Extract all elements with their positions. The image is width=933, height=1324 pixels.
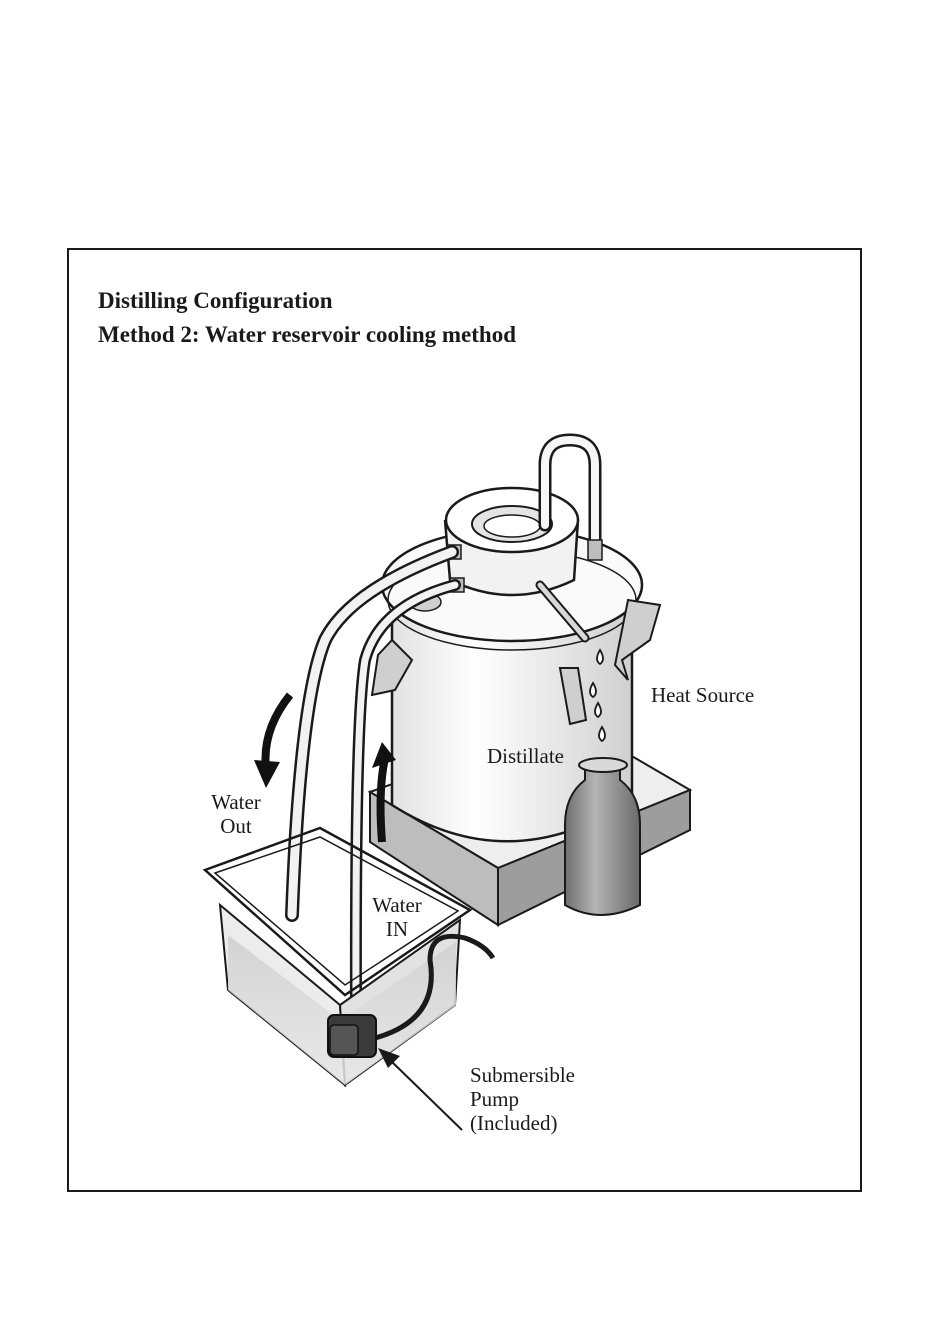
water-out-arrow (254, 695, 290, 788)
heat-source-label: Heat Source (651, 683, 754, 707)
water-out-label: Water Out (204, 790, 268, 838)
submersible-pump (328, 1015, 376, 1057)
distillate-label: Distillate (487, 744, 564, 768)
pump-label: Submersible Pump (Included) (470, 1063, 575, 1135)
water-in-label: Water IN (362, 893, 432, 941)
pump-pointer-arrow (378, 1048, 462, 1130)
